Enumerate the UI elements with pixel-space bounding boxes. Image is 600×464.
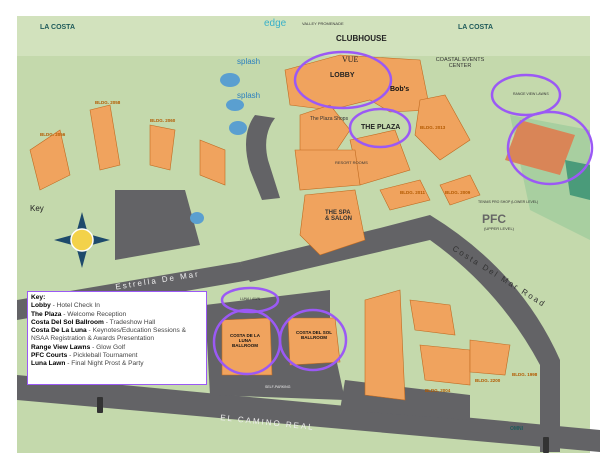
bldg-2011 — [379, 179, 431, 211]
range-view-lawns-highlight — [490, 73, 562, 117]
building-label: BLDG. 2011 — [400, 190, 426, 195]
pfc-upper-level-label: (UPPER LEVEL) — [484, 226, 515, 231]
costa-del-sol-highlight — [278, 308, 348, 372]
costa-del-sol-building — [287, 317, 341, 366]
bldg-2200 — [469, 339, 511, 376]
pfc-courts-highlight — [506, 110, 594, 186]
clubhouse-label: CLUBHOUSE — [336, 34, 387, 43]
map-legend: Key: Lobby - Hotel Check In The Plaza - … — [27, 291, 207, 385]
highlight-circles — [212, 50, 594, 376]
building-label: BLDG. 2004 — [425, 388, 451, 393]
costa-del-mar-road — [240, 215, 560, 452]
legend-item: Costa De La Luna - Keynotes/Education Se… — [31, 327, 187, 343]
costa-de-la-luna-label: COSTA DE LA LUNA BALLROOM — [230, 333, 260, 348]
spa-building — [299, 189, 366, 256]
valley-promenade-label: VALLEY PROMENADE — [302, 21, 344, 26]
bldg-2009 — [439, 174, 481, 206]
legend-item: The Plaza - Welcome Reception — [31, 310, 127, 318]
legend-item: Range View Lawns - Glow Golf — [31, 343, 126, 351]
building-label: BLDG. 1998 — [512, 372, 538, 377]
building-label: BLDG. 2060 — [150, 118, 176, 123]
building-label: BLDG. 2056 — [40, 132, 66, 137]
self-parking-label: SELF-PARKING — [265, 385, 291, 389]
building-label: BLDG. 2200 — [475, 378, 501, 383]
the-plaza-label: THE PLAZA — [361, 124, 401, 131]
vue-label: VUE — [342, 55, 359, 64]
bldg-2013 — [414, 94, 471, 161]
coastal-events-center-label: COASTAL EVENTS CENTER — [435, 57, 485, 69]
building-label: BLDG. 2013 — [420, 125, 446, 130]
legend-item: Costa Del Sol Ballroom - Tradeshow Hall — [31, 318, 156, 326]
bldg-2060 — [149, 124, 176, 171]
loop-drive — [246, 115, 280, 200]
range-view-lawns-label: RANGE VIEW LAWNS — [513, 92, 549, 96]
costa-del-sol-label: COSTA DEL SOL BALLROOM — [296, 330, 332, 340]
el-camino-real-road — [17, 375, 600, 452]
legend-item: PFC Courts - Pickleball Tournament — [31, 352, 138, 360]
buildings — [29, 54, 511, 401]
bldg-2058 — [89, 104, 121, 171]
splash-label-bottom: splash — [237, 91, 261, 100]
edge-logo: edge — [264, 18, 287, 29]
costa-de-la-luna-building — [221, 317, 273, 376]
bldg-2056 — [199, 139, 226, 186]
legend-item: Lobby - Hotel Check In — [31, 302, 100, 310]
building-label: BLDG. 2058 — [95, 100, 121, 105]
legend-item: Luna Lawn - Final Night Prost & Party — [31, 360, 144, 368]
compass-key-label: Key — [30, 204, 44, 213]
bobs-label: Bob's — [390, 86, 410, 93]
pickleball-courts — [505, 120, 575, 175]
bldg-2004 — [419, 344, 471, 386]
resort-rooms-label: RESORT ROOMS — [335, 160, 368, 165]
resort-rooms-block — [294, 149, 361, 191]
tennis-pro-shop-label: TENNIS PRO SHOP (LOWER LEVEL) — [478, 200, 539, 204]
building-label: BLDG. 2009 — [445, 190, 471, 195]
luna-lawn-label: LUNA LAWN — [240, 297, 261, 301]
traffic-light-icon — [97, 397, 103, 413]
villa-buildings — [364, 289, 406, 401]
lobby-highlight — [293, 50, 393, 110]
splash-label-top: splash — [237, 57, 261, 66]
parking-lot-north — [115, 190, 200, 260]
compass-rose-icon — [54, 212, 110, 268]
pools — [190, 73, 247, 224]
plaza-highlight — [348, 107, 412, 149]
bldg-west-1 — [29, 129, 71, 191]
plaza-shops-label: The Plaza Shops — [310, 116, 349, 122]
traffic-light-icon — [543, 437, 549, 453]
omni-logo: OMNI — [510, 426, 524, 432]
spa-label: THE SPA & SALON — [325, 210, 352, 222]
luna-lawn-highlight — [220, 286, 280, 314]
lobby-label: LOBBY — [330, 72, 355, 79]
pfc-logo: PFC — [482, 212, 506, 226]
la-costa-logo-right: LA COSTA — [458, 24, 493, 31]
la-costa-logo-left: LA COSTA — [40, 24, 75, 31]
legend-title: Key: — [31, 294, 46, 301]
bldg-480 — [409, 299, 456, 336]
